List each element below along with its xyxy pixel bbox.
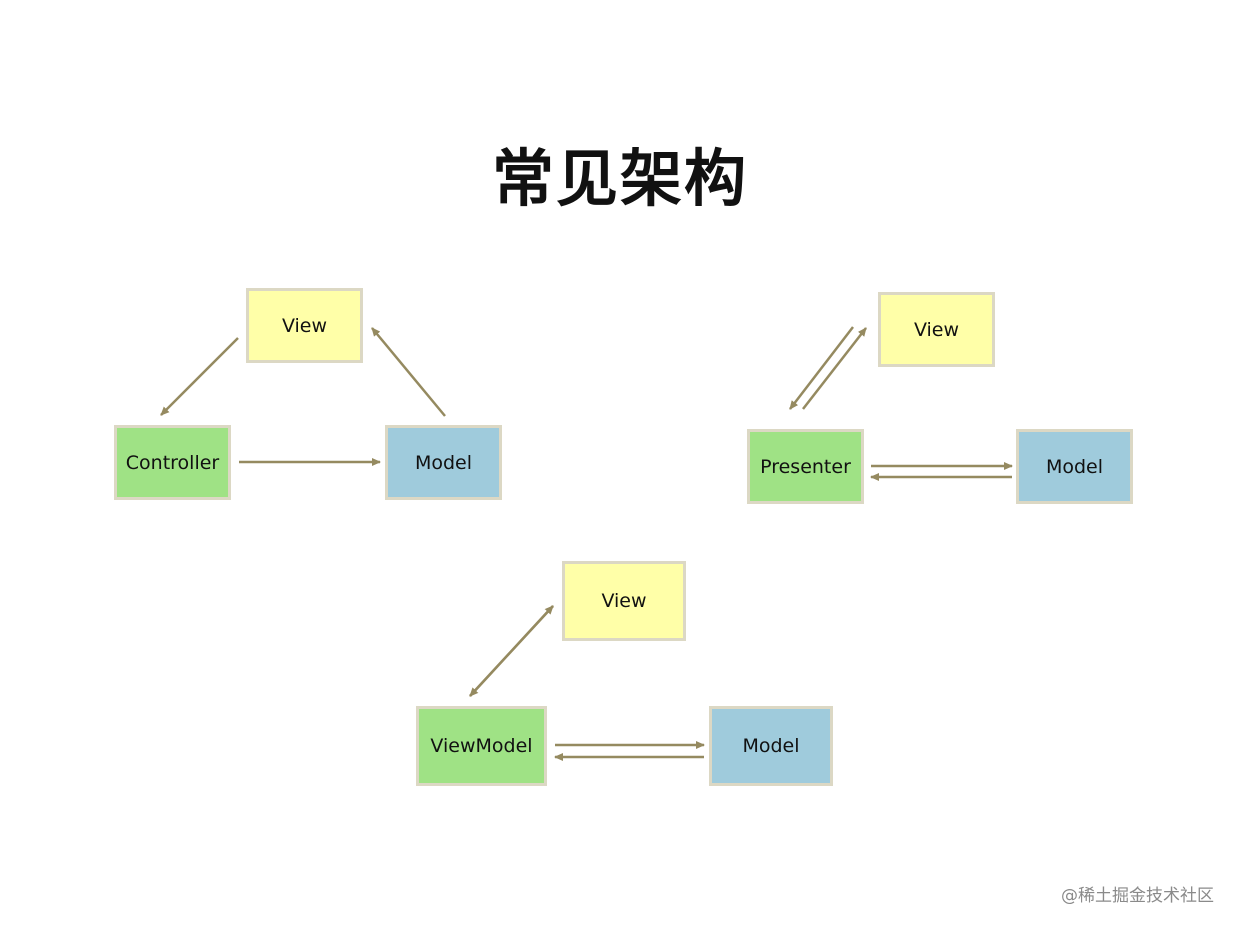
mvvm-view-box: View (562, 561, 686, 641)
mvp-model-box: Model (1016, 429, 1133, 504)
watermark: @稀土掘金技术社区 (1061, 886, 1214, 906)
mvvm-viewmodel-box: ViewModel (416, 706, 547, 786)
mvc-model-box: Model (385, 425, 502, 500)
arrow-mvc-model-to-view (371, 327, 446, 417)
mvc-view-box: View (246, 288, 363, 363)
arrow-mvc-view-to-controller (160, 337, 239, 416)
mvvm-model-box: Model (709, 706, 833, 786)
arrow-mvp-view-to-presenter (789, 326, 854, 410)
mvp-view-box: View (878, 292, 995, 367)
mvp-presenter-box: Presenter (747, 429, 864, 504)
arrow-mvp-presenter-to-view (802, 327, 867, 410)
page-title: 常见架构 (491, 142, 748, 215)
mvc-controller-box: Controller (114, 425, 231, 500)
arrow-mvvm-view-to-viewmodel (469, 605, 554, 697)
